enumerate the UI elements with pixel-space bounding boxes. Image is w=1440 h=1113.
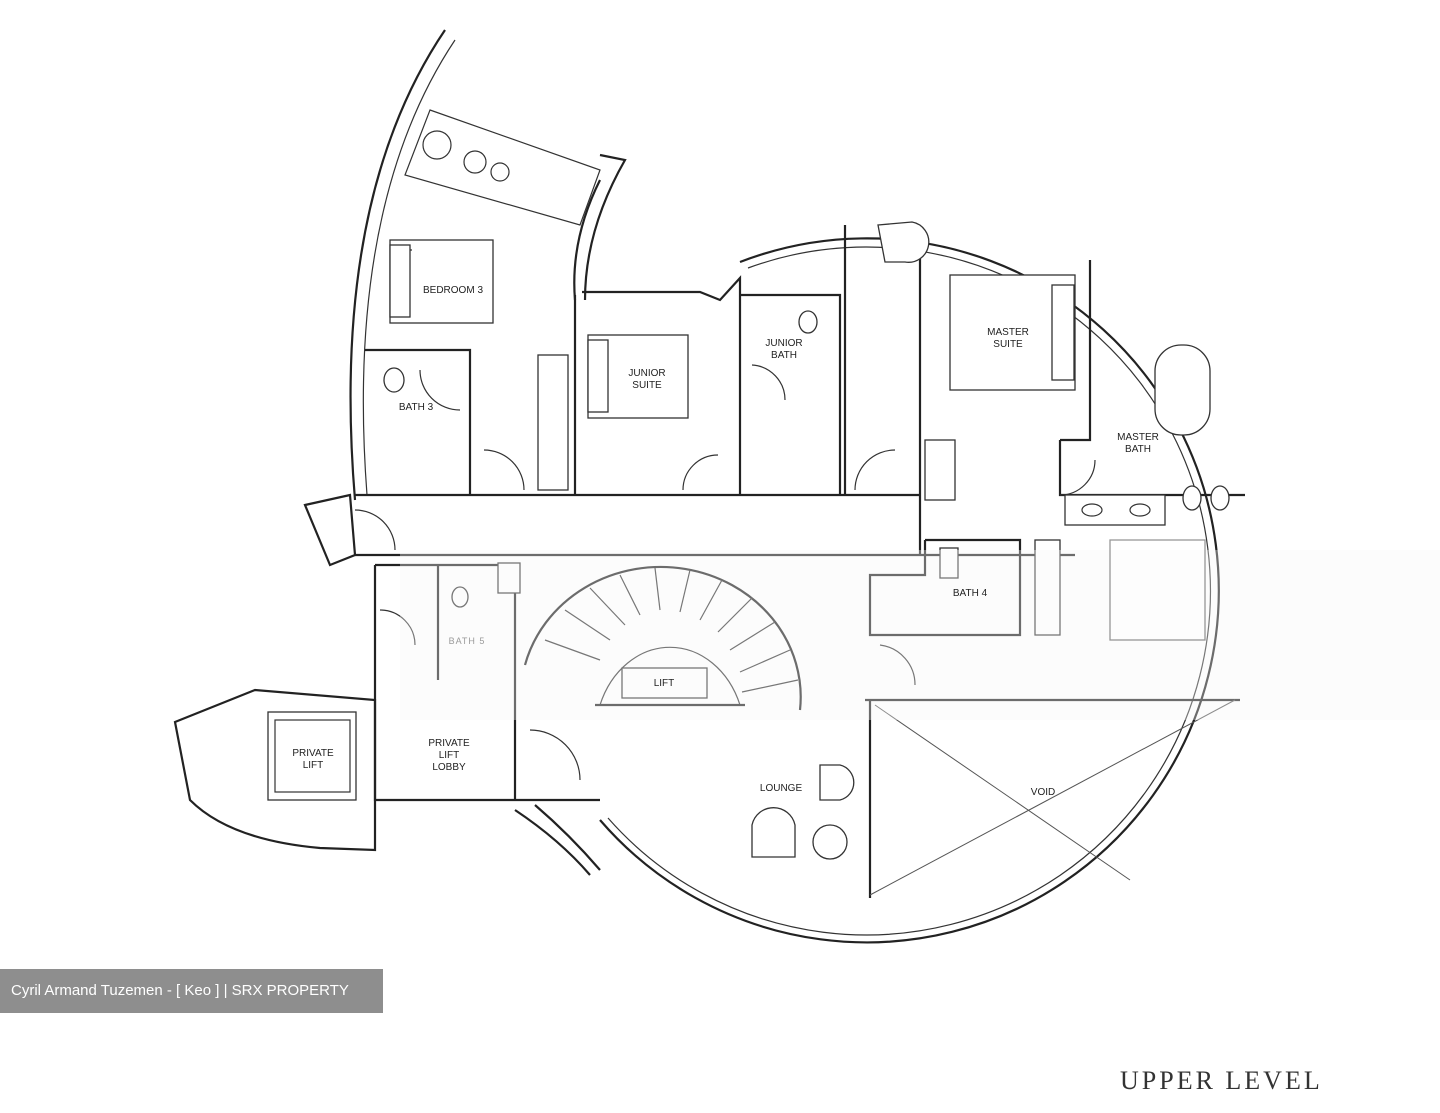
armchair-icon [751, 807, 796, 858]
label-bedroom3: BEDROOM 3 [422, 285, 484, 296]
label-private-lift-lobby: PRIVATE LIFT LOBBY [428, 738, 470, 773]
plant-icon [490, 162, 510, 182]
private-lift-wing [173, 688, 377, 852]
wardrobe-icon [537, 354, 569, 491]
plant-icon [463, 150, 487, 174]
toilet-icon [798, 310, 818, 334]
side-table-icon [812, 824, 848, 860]
label-bath4: BATH 4 [952, 588, 988, 599]
label-master-suite: MASTER SUITE [987, 327, 1029, 350]
spiral-staircase [523, 565, 802, 711]
left-curved-wall [349, 29, 446, 501]
outer-curved-wall [599, 237, 1220, 944]
watermark-banner: Cyril Armand Tuzemen - [ Keo ] | SRX PRO… [0, 969, 383, 1013]
label-lift: LIFT [653, 678, 675, 689]
label-junior-bath: JUNIOR BATH [765, 338, 803, 361]
label-bath3: BATH 3 [398, 402, 434, 413]
label-junior-suite: JUNIOR SUITE [628, 368, 666, 391]
wardrobe-icon [1034, 539, 1061, 636]
toilet-icon [451, 586, 469, 608]
wardrobe-icon [924, 439, 956, 501]
toilet-icon [1182, 485, 1202, 511]
lift-icon [621, 667, 708, 699]
toilet-icon [383, 367, 405, 393]
toilet-icon [1210, 485, 1230, 511]
label-private-lift: PRIVATE LIFT [292, 748, 334, 771]
bathtub-icon [1154, 344, 1211, 436]
armchair-icon [877, 221, 930, 263]
plant-icon [422, 130, 452, 160]
level-title: UPPER LEVEL [1120, 1066, 1323, 1095]
label-void: VOID [1030, 787, 1056, 798]
armchair-icon [819, 764, 855, 801]
label-bath5: BATH 5 [448, 636, 486, 646]
label-lounge: LOUNGE [759, 783, 803, 794]
faded-bed-icon [1109, 539, 1206, 641]
vanity-icon [1064, 494, 1166, 526]
label-master-bath: MASTER BATH [1117, 432, 1159, 455]
